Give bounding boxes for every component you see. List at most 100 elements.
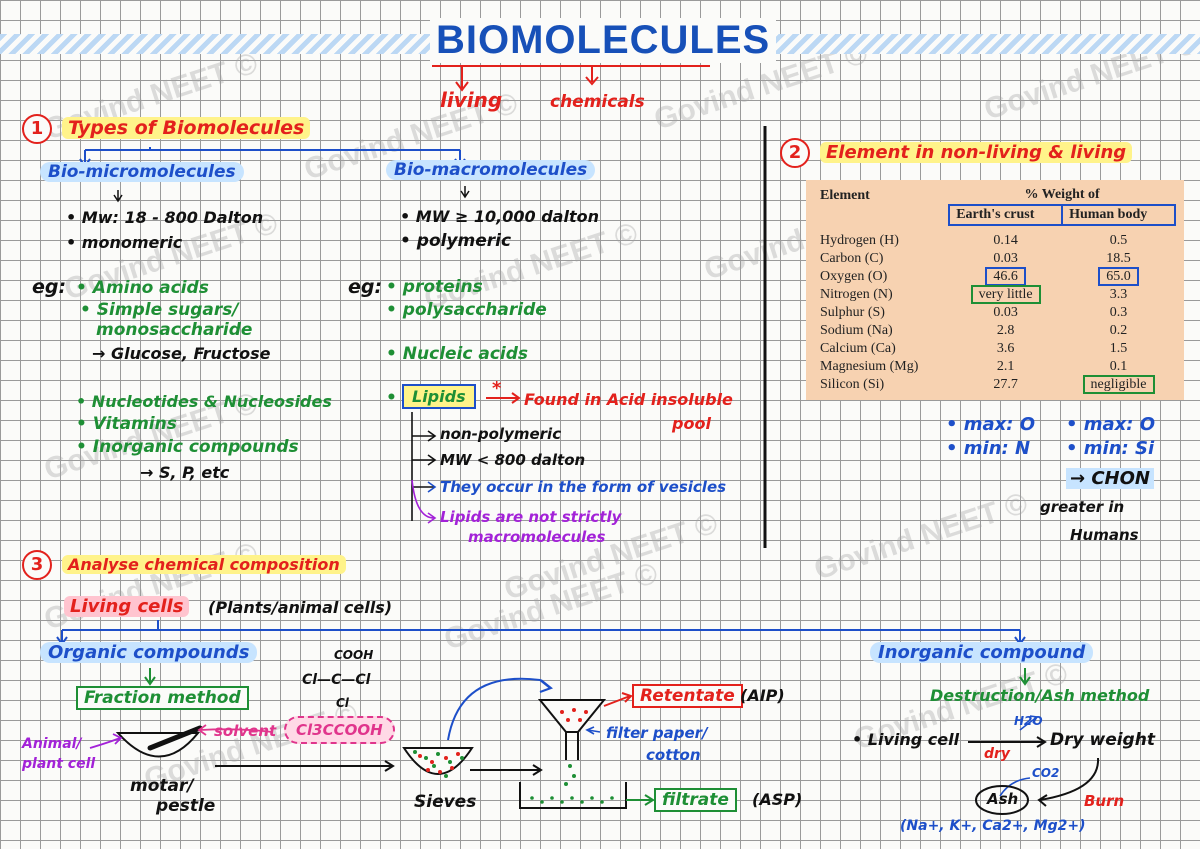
lipids-note-pool: pool [672,414,711,433]
micro-example-amino: • Amino acids [76,278,209,298]
section1-number: 1 [22,114,52,144]
crust-note-max: • max: O [946,414,1036,435]
micro-example-inorganic: • Inorganic compounds [76,437,299,457]
page-title: BIOMOLECULES [430,18,777,63]
input-animal: Animal/ [22,736,82,752]
table-header-group: % Weight of [1024,187,1100,202]
table-cell-earth: 46.6 [949,267,1062,286]
macro-example-polysaccharide: • polysaccharide [386,300,547,320]
table-cell-human: 18.5 [1106,251,1131,266]
lipids-fact-macromolecules: macromolecules [468,528,606,546]
macro-lipids-box: Lipids [402,384,476,409]
section2-number: 2 [780,138,810,168]
table-cell-earth: 0.03 [993,251,1018,266]
table-cell-element: Carbon (C) [820,251,884,266]
filter-cotton-label: cotton [646,746,701,764]
table-cell-element: Silicon (Si) [820,377,885,392]
table-cell-earth: very little [949,285,1062,304]
highlighted-value: 46.6 [985,267,1026,286]
dry-weight-label: Dry weight [1050,730,1155,750]
table-row: Sulphur (S) 0.03 0.3 [814,304,1175,322]
table-cell-element: Magnesium (Mg) [820,359,919,374]
table-header-human: Human body [1061,204,1176,226]
table-cell-element: Hydrogen (H) [820,233,899,248]
lipids-note: Found in Acid insoluble [524,390,733,409]
element-table-panel: Element % Weight of Earth's crust Human … [806,180,1184,400]
table-cell-human: 1.5 [1109,341,1128,356]
solvent-name: Cl3CCOOH [284,716,395,744]
micro-point-monomeric: • monomeric [66,233,183,252]
section1-heading-text: Types of Biomolecules [62,117,311,139]
pestle-label: pestle [156,796,216,816]
micro-eg: eg: [32,276,67,298]
ash-label: Ash [987,790,1019,808]
micro-sugar-examples: → Glucose, Fructose [92,344,271,363]
table-cell-human: 0.2 [1109,323,1128,338]
table-cell-element: Calcium (Ca) [820,341,896,356]
micro-example-vitamins: • Vitamins [76,414,177,434]
macro-example-nucleic: • Nucleic acids [386,344,529,364]
table-cell-human: 0.5 [1109,233,1128,248]
table-cell-earth: 0.14 [993,233,1018,248]
table-header-element: Element [820,187,870,203]
filtrate-note: (ASP) [752,790,803,809]
formula-middle: Cl—C—Cl [302,672,371,688]
fraction-method: Fraction method [76,686,249,710]
macro-lipids-bullet: • [386,388,397,408]
input-plant-cell: plant cell [22,756,96,772]
table-row: Magnesium (Mg) 2.1 0.1 [814,358,1175,376]
table-cell-element: Oxygen (O) [820,269,888,284]
micro-example-nucleotides: • Nucleotides & Nucleosides [76,392,332,411]
filter-paper-label: filter paper/ [606,724,708,742]
living-cells-note: (Plants/animal cells) [208,598,393,617]
table-cell-human: 0.3 [1109,305,1128,320]
chon-note-humans: Humans [1070,526,1139,544]
table-cell-earth: 27.7 [993,377,1018,392]
lipids-fact-not-strict: Lipids are not strictly [440,508,622,526]
h2o-label: H2O [1014,714,1043,728]
section3-heading-text: Analyse chemical composition [62,555,346,574]
macro-point-polymeric: • polymeric [400,231,512,251]
lipids-star: * [492,378,502,399]
table-cell-element: Sulphur (S) [820,305,885,320]
table-row: Hydrogen (H) 0.14 0.5 [814,232,1175,250]
highlighted-value: negligible [1082,375,1155,394]
macro-point-mw: • MW ≥ 10,000 dalton [400,207,599,226]
retentate-note: (AIP) [740,686,785,705]
co2-label: CO2 [1032,766,1060,780]
section3-number: 3 [22,550,52,580]
table-cell-human: 3.3 [1109,287,1128,302]
table-row: Silicon (Si) 27.7 negligible [814,375,1175,394]
table-cell-human: 0.1 [1109,359,1128,374]
table-cell-earth: 0.03 [993,305,1018,320]
table-cell-earth: 2.1 [996,359,1015,374]
ash-ions: (Na+, K+, Ca2+, Mg2+) [900,818,1086,834]
micro-point-mw: • Mw: 18 - 800 Dalton [66,208,264,227]
table-cell-element: Sodium (Na) [820,323,893,338]
formula-top: COOH [334,648,374,662]
table-row: Carbon (C) 0.03 18.5 [814,250,1175,268]
micro-inorganic-examples: → S, P, etc [140,463,230,482]
formula-bottom: Cl [336,696,349,710]
chon-label: → CHON [1066,468,1154,489]
sieve-label: Sieves [414,792,477,812]
header-stripe-right [722,34,1200,54]
destruction-method: Destruction/Ash method [930,686,1150,705]
micro-label: Bio-micromolecules [40,162,244,182]
dry-label: dry [984,746,1011,762]
section3-heading: 3 Analyse chemical composition [22,550,346,580]
macro-eg: eg: [348,276,383,298]
retentate-label: Retentate [632,684,743,708]
filtrate-label: filtrate [654,788,737,812]
crust-note-min: • min: N [946,438,1031,459]
solvent-label: solvent [214,722,277,740]
micro-example-monosaccharide: monosaccharide [96,320,253,340]
table-cell-earth: 3.6 [996,341,1015,356]
lipids-fact-mw: MW < 800 dalton [440,451,586,469]
table-cell-human: negligible [1062,375,1175,394]
organic-label: Organic compounds [40,642,258,663]
human-note-min: • min: Si [1066,438,1155,459]
